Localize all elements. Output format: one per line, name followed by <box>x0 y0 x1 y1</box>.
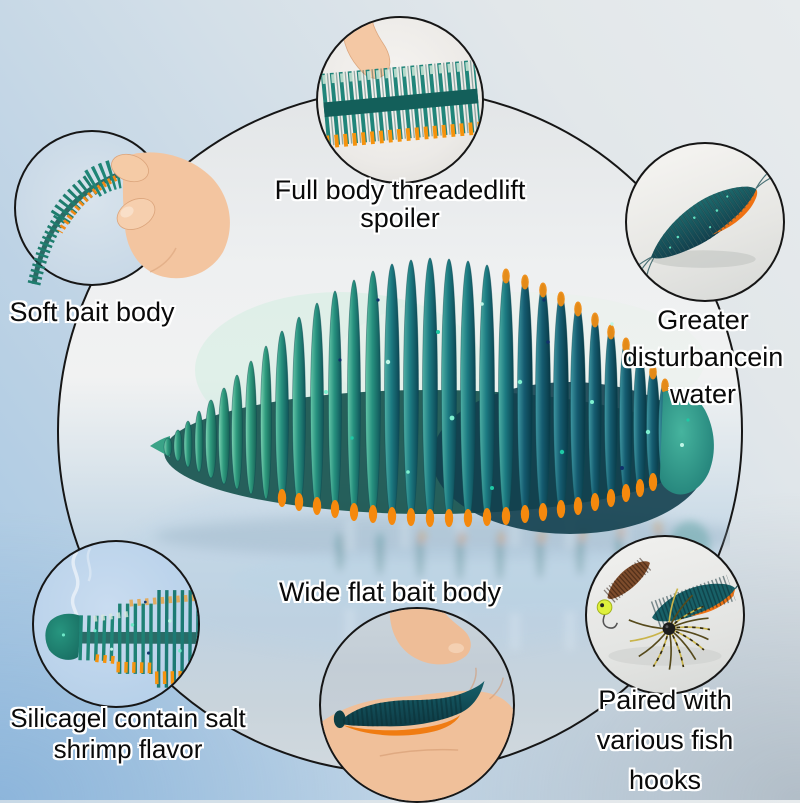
label-bottom-right-line1: Paired with <box>598 685 732 715</box>
bait-orange-belly-tips <box>277 467 670 527</box>
flat-bait <box>333 680 485 736</box>
bottom-right-photo <box>596 557 743 671</box>
bottom-center-photo <box>321 609 513 801</box>
thumb <box>116 198 156 230</box>
label-bottom-center: Wide flat bait body <box>245 578 535 606</box>
callout-circle-bottom-center <box>319 607 515 803</box>
orange-belly <box>342 715 461 736</box>
bait-glitter <box>324 298 690 490</box>
callout-circle-top <box>316 16 484 184</box>
orange-tips <box>116 661 156 674</box>
bait-head-closeup <box>45 590 198 688</box>
curved-bait <box>27 158 125 286</box>
label-left: Soft bait body <box>2 298 182 326</box>
scent-wisp <box>70 547 92 627</box>
bait-head <box>333 710 346 729</box>
leaf-bait <box>629 168 778 282</box>
left-photo <box>27 152 230 286</box>
label-bottom-left-line1: Silicagel contain salt <box>10 703 246 733</box>
label-top: Full body threadedlift spoiler <box>210 176 590 232</box>
thumbnail <box>120 206 134 218</box>
skirted-jig <box>627 587 711 671</box>
callout-circle-right <box>625 142 785 302</box>
bait-head-cone <box>659 390 714 495</box>
glitter <box>669 195 729 249</box>
label-right: Greater disturbancein water <box>605 302 800 413</box>
hand <box>122 152 230 279</box>
label-top-line1: Full body threadedlift <box>274 175 526 205</box>
label-bottom-left-line2: shrimp flavor <box>53 734 203 764</box>
pointing-finger <box>389 609 471 665</box>
bait-shadow <box>650 250 756 268</box>
bait-orange-top-tips <box>502 268 669 394</box>
label-left-line1: Soft bait body <box>9 297 175 327</box>
label-bottom-left: Silicagel contain salt shrimp flavor <box>6 703 250 765</box>
brown-bait-rigged <box>603 557 652 606</box>
top-photo <box>318 18 482 182</box>
label-right-line1: Greater <box>657 305 749 335</box>
finger <box>341 18 391 79</box>
label-right-line2: disturbancein <box>622 342 784 372</box>
jig-head-dark <box>662 622 676 635</box>
jig-head-chartreuse <box>596 599 613 615</box>
right-photo <box>629 168 778 282</box>
label-top-line2: spoiler <box>360 203 440 233</box>
label-bottom-right-line3: hooks <box>628 765 702 795</box>
orange-belly <box>57 175 118 234</box>
teal-bait-rigged <box>650 569 743 628</box>
head-cone <box>45 613 83 660</box>
hook <box>602 614 618 629</box>
callout-circle-bottom-right <box>585 535 745 695</box>
label-right-line3: water <box>669 379 737 409</box>
callout-circle-bottom-left <box>32 540 200 708</box>
label-bottom-right-line2: various fish <box>596 725 734 755</box>
index-finger <box>111 153 149 183</box>
rib-band <box>322 66 480 142</box>
label-bottom-center-line1: Wide flat bait body <box>278 577 502 607</box>
label-bottom-right: Paired with various fish hooks <box>567 680 763 800</box>
orange-belly <box>689 588 736 617</box>
bait-body <box>150 257 714 534</box>
bottom-left-photo <box>45 547 198 688</box>
orange-tips <box>95 654 118 665</box>
glitter <box>61 600 182 655</box>
